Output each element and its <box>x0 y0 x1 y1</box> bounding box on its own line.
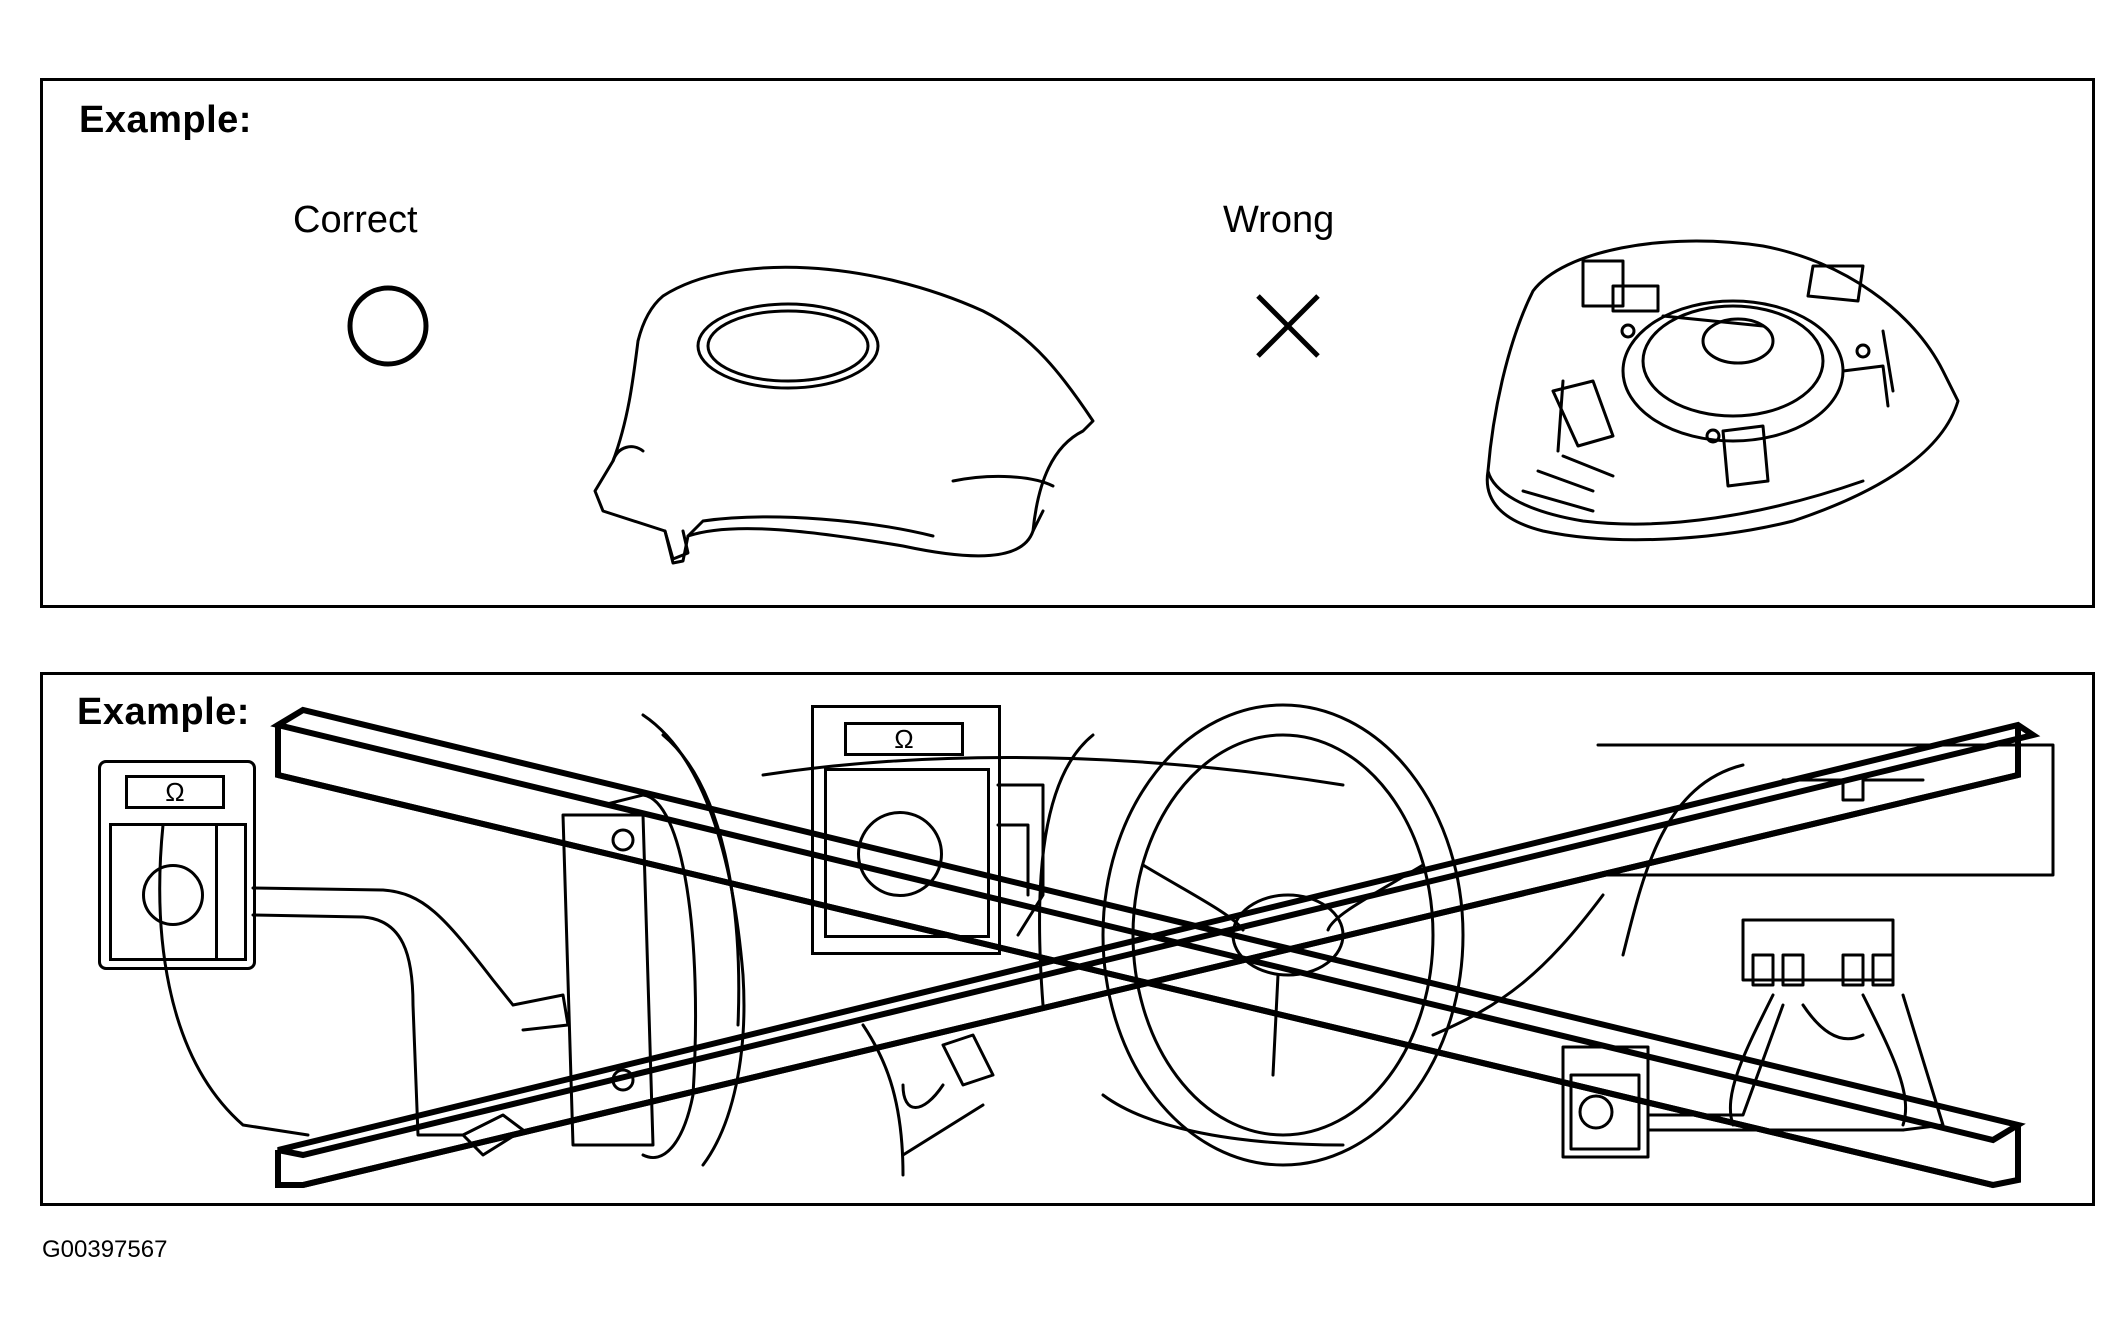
ohmmeter-center-display: Ω <box>844 722 964 756</box>
airbag-wiring-illustration <box>158 703 2055 1189</box>
ohmmeter-display: Ω <box>125 775 225 809</box>
strike-x-icon <box>270 706 2041 1189</box>
wrong-cross-icon <box>1256 294 1320 358</box>
example-panel-top: Example: Correct Wrong <box>40 78 2095 608</box>
figure-id: G00397567 <box>42 1236 168 1263</box>
panel-bottom-heading: Example: <box>77 691 250 733</box>
ohmmeter-center: Ω <box>811 705 1001 955</box>
panel-top-heading: Example: <box>79 99 252 141</box>
ohmmeter-dial <box>142 864 204 926</box>
airbag-pad-rear-illustration <box>1485 239 1960 542</box>
airbag-pad-front-illustration <box>593 265 1095 565</box>
correct-label: Correct <box>293 199 418 241</box>
example-panel-bottom: Example: Ω Ω <box>40 672 2095 1206</box>
ohmmeter-face <box>109 823 247 961</box>
ohmmeter-center-dial <box>857 811 943 897</box>
correct-circle-icon <box>347 285 429 367</box>
ohmmeter-center-face <box>824 768 990 938</box>
wrong-label: Wrong <box>1223 199 1335 241</box>
ohmmeter-left: Ω <box>98 760 256 970</box>
ohmmeter-terminals <box>215 826 240 958</box>
